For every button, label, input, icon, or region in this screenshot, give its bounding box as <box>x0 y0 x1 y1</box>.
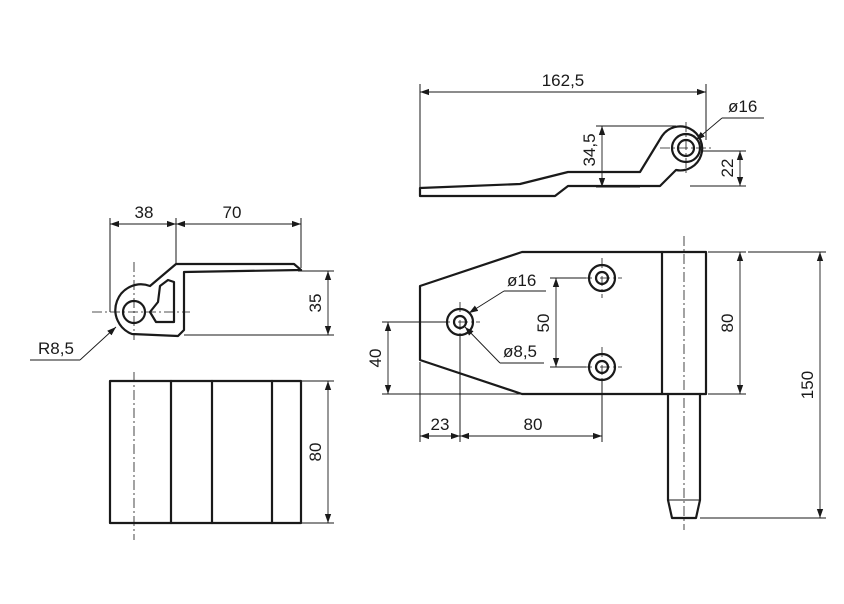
dim-label-left-width-b: 70 <box>223 203 242 222</box>
left-front-view: 80 <box>108 372 334 540</box>
knuckle-profile <box>114 262 303 338</box>
dim-label-top-offset: 22 <box>718 159 737 178</box>
dim-label-main-hole-spacing: 50 <box>534 314 553 333</box>
main-plan-view: ø16 ø8,5 50 80 150 40 23 80 <box>366 236 826 530</box>
front-outline <box>108 379 303 525</box>
dim-label-main-height: 80 <box>718 314 737 333</box>
left-end-view: 38 70 35 R8,5 <box>30 203 334 361</box>
dim-label-left-height: 35 <box>306 294 325 313</box>
dim-label-total-height: 150 <box>798 371 817 399</box>
dim-label-main-x-length: 80 <box>524 415 543 434</box>
dim-label-top-height: 34,5 <box>580 133 599 166</box>
leader-radius <box>79 326 117 361</box>
dim-label-main-x-offset: 23 <box>431 415 450 434</box>
dim-label-main-hole-outer: ø16 <box>507 271 536 290</box>
dim-label-main-hole-inner: ø8,5 <box>503 342 537 361</box>
dim-label-top-length: 162,5 <box>542 71 585 90</box>
plate-outline <box>418 250 708 396</box>
dim-label-left-radius: R8,5 <box>38 339 74 358</box>
dim-label-left-front-height: 80 <box>306 443 325 462</box>
dim-label-left-width-a: 38 <box>135 203 154 222</box>
dim-label-top-hole: ø16 <box>728 97 757 116</box>
leader-top-hole <box>695 117 723 141</box>
dim-label-main-offset: 40 <box>366 349 385 368</box>
leader-hole-inner <box>464 326 501 364</box>
top-view-profile <box>418 125 704 198</box>
top-view: 162,5 ø16 34,5 22 <box>418 71 764 198</box>
hinge-pin <box>666 392 702 520</box>
knuckle-slot <box>148 278 176 324</box>
leader-hole-outer <box>468 290 505 314</box>
